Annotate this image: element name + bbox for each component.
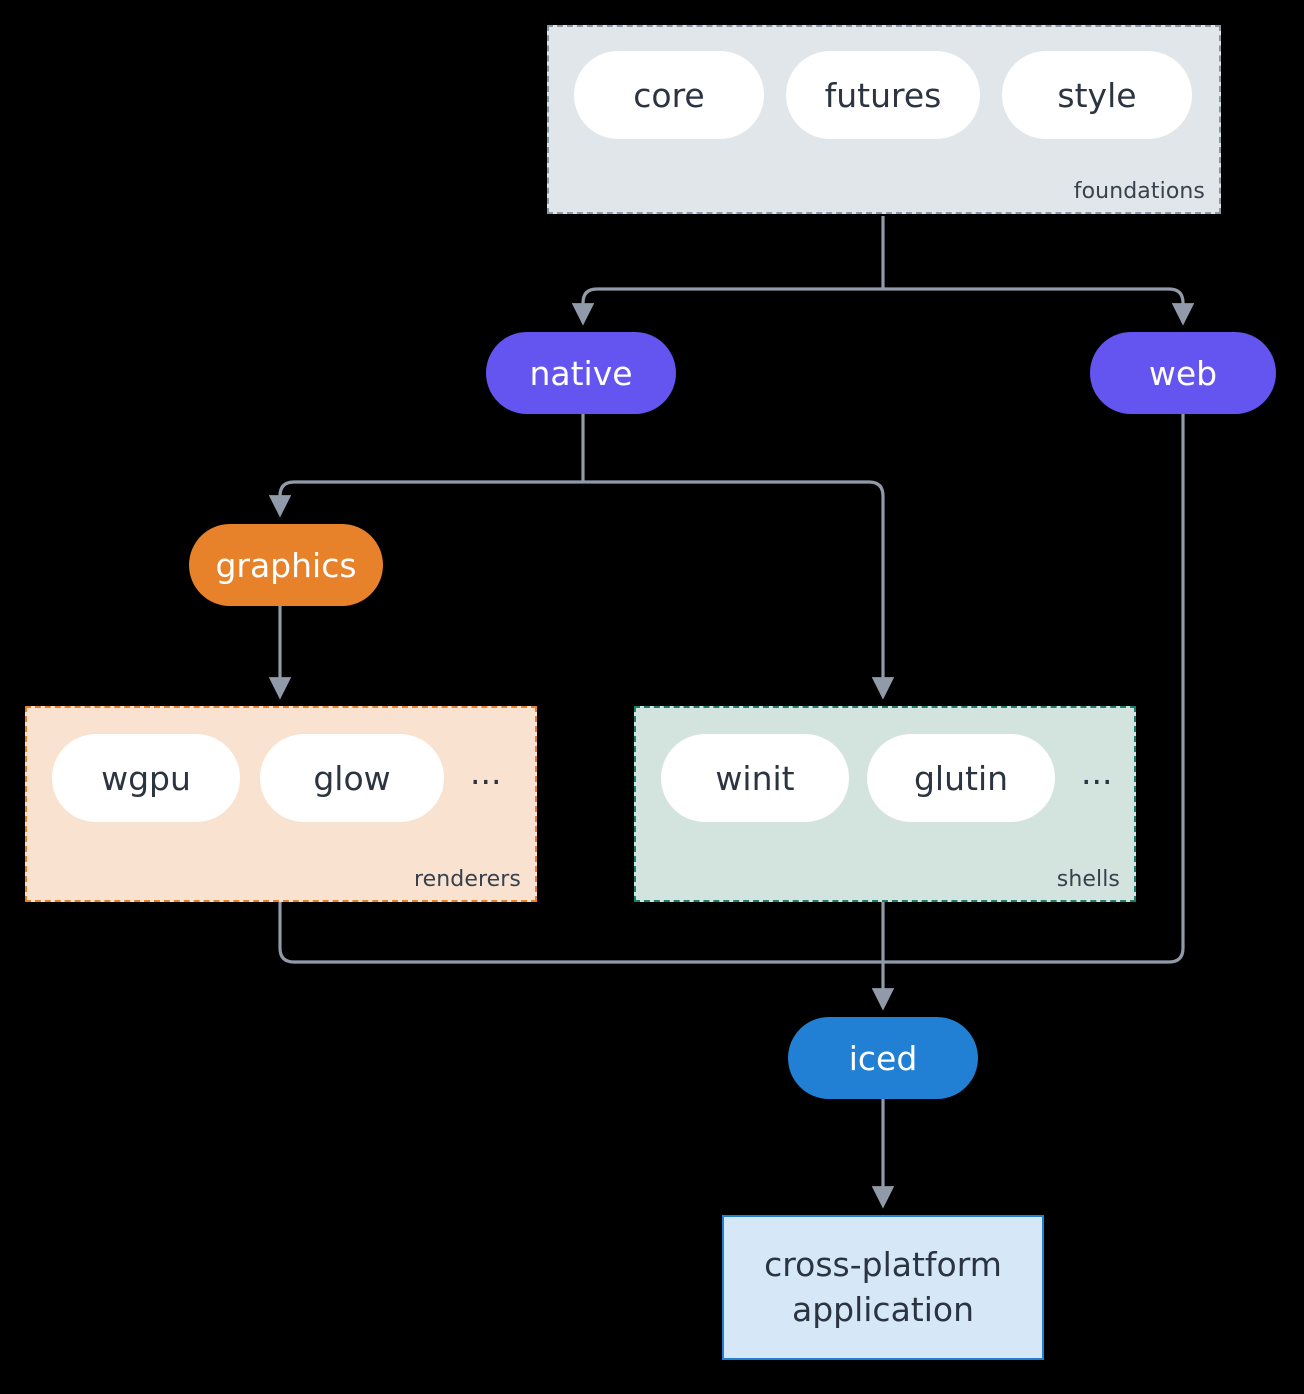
group-foundations: core futures style foundations (547, 25, 1221, 214)
node-web[interactable]: web (1090, 332, 1276, 414)
ellipsis-renderers: ... (470, 752, 502, 792)
pill-glow[interactable]: glow (260, 734, 444, 822)
pill-style[interactable]: style (1002, 51, 1192, 139)
pill-style-label: style (1057, 75, 1137, 115)
pill-wgpu[interactable]: wgpu (52, 734, 240, 822)
ellipsis-shells: ... (1081, 752, 1113, 792)
edge-foundations-native (571, 287, 883, 326)
node-graphics[interactable]: graphics (189, 524, 383, 606)
edge-renderers-iced (278, 902, 883, 964)
node-web-label: web (1148, 353, 1218, 393)
pill-glow-label: glow (313, 758, 391, 798)
group-renderers: wgpu glow ... renderers (25, 706, 537, 902)
pill-winit[interactable]: winit (661, 734, 849, 822)
node-app-label-line1: cross-platform (764, 1244, 1002, 1284)
node-native[interactable]: native (486, 332, 676, 414)
node-app-label-line2: application (791, 1289, 975, 1329)
group-shells: winit glutin ... shells (634, 706, 1136, 902)
edge-native-graphics (268, 480, 583, 518)
pill-glutin-label: glutin (913, 758, 1009, 798)
node-cross-platform-application[interactable]: cross-platform application (722, 1215, 1044, 1360)
pill-futures-label: futures (824, 75, 942, 115)
pill-core-label: core (633, 75, 705, 115)
group-label-renderers: renderers (413, 867, 521, 892)
group-label-foundations: foundations (1073, 179, 1205, 204)
pill-winit-label: winit (715, 758, 795, 798)
pill-core[interactable]: core (574, 51, 764, 139)
pill-glutin[interactable]: glutin (867, 734, 1055, 822)
node-iced[interactable]: iced (788, 1017, 978, 1099)
node-native-label: native (529, 353, 633, 393)
group-label-shells: shells (1056, 867, 1120, 892)
pill-wgpu-label: wgpu (101, 758, 191, 798)
pill-futures[interactable]: futures (786, 51, 980, 139)
edge-foundations-web (883, 287, 1195, 326)
node-iced-label: iced (848, 1038, 918, 1078)
edge-native-shells (583, 480, 895, 700)
node-graphics-label: graphics (215, 545, 357, 585)
